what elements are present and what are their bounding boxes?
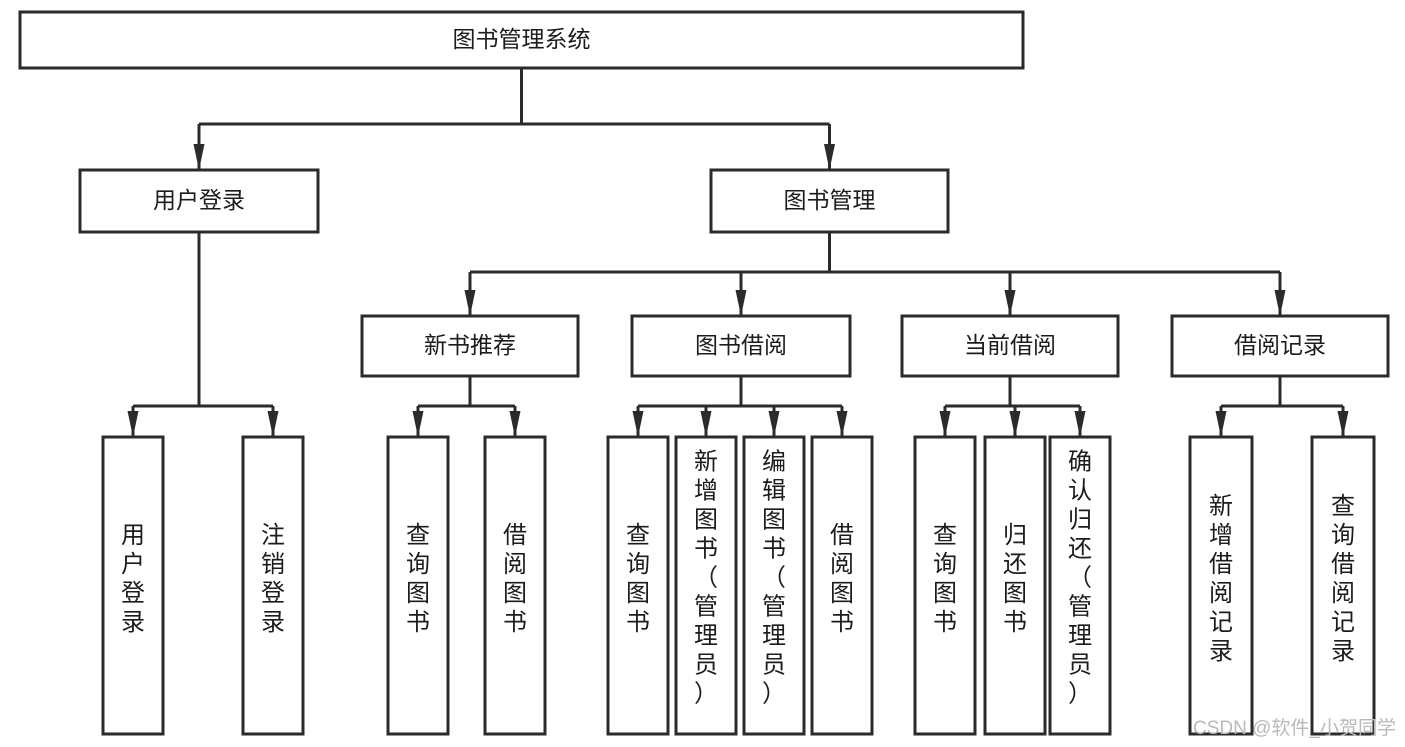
node-label: 用户登录	[121, 522, 145, 636]
node-leaf-0-用户登录[interactable]: 用户登录	[101, 435, 165, 736]
node-l2-0-用户登录[interactable]: 用户登录	[78, 168, 320, 234]
node-l3-0-新书推荐[interactable]: 新书推荐	[360, 314, 580, 378]
node-label: 图书管理系统	[453, 26, 591, 52]
node-root-0-图书管理系统[interactable]: 图书管理系统	[18, 10, 1025, 70]
arrow-head-icon	[267, 411, 279, 437]
node-label: 查询图书	[933, 522, 957, 636]
node-label: 新增图书（管理员）	[694, 449, 718, 708]
node-leaf-10-确认归还管理员[interactable]: 确认归还（管理员）	[1048, 435, 1112, 736]
arrow-head-icon	[464, 290, 476, 316]
node-label: 确认归还（管理员）	[1068, 449, 1092, 708]
arrow-head-icon	[768, 411, 780, 437]
arrow-head-icon	[735, 290, 747, 316]
arrow-head-icon	[1215, 411, 1227, 437]
node-box	[742, 435, 806, 736]
node-box	[386, 435, 450, 736]
node-label: 图书管理	[784, 187, 876, 213]
node-label: 新增借阅记录	[1209, 493, 1233, 665]
node-box	[913, 435, 977, 736]
node-label: 归还图书	[1003, 522, 1027, 636]
arrow-head-icon	[1009, 411, 1021, 437]
node-leaf-8-查询图书[interactable]: 查询图书	[913, 435, 977, 736]
node-label: 用户登录	[153, 187, 245, 213]
connector-group-图书借阅	[632, 376, 848, 437]
node-leaf-7-借阅图书[interactable]: 借阅图书	[810, 435, 874, 736]
node-box	[78, 168, 320, 234]
node-leaf-6-编辑图书管理员[interactable]: 编辑图书（管理员）	[742, 435, 806, 736]
node-box	[983, 435, 1047, 736]
node-box	[674, 435, 738, 736]
node-label: 编辑图书（管理员）	[762, 449, 786, 708]
arrow-head-icon	[193, 144, 205, 170]
node-box	[709, 168, 950, 234]
node-leaf-5-新增图书管理员[interactable]: 新增图书（管理员）	[674, 435, 738, 736]
arrow-head-icon	[700, 411, 712, 437]
arrow-head-icon	[1074, 411, 1086, 437]
node-label: 注销登录	[261, 522, 285, 636]
node-label: 新书推荐	[424, 332, 516, 358]
arrow-head-icon	[1274, 290, 1286, 316]
node-leaf-11-新增借阅记录[interactable]: 新增借阅记录	[1188, 435, 1254, 736]
arrow-head-icon	[1004, 290, 1016, 316]
node-box	[101, 435, 165, 736]
node-box	[810, 435, 874, 736]
node-leaf-2-查询图书[interactable]: 查询图书	[386, 435, 450, 736]
node-box	[1310, 435, 1376, 736]
node-box	[606, 435, 670, 736]
node-box	[18, 10, 1025, 70]
node-l3-3-借阅记录[interactable]: 借阅记录	[1170, 314, 1390, 378]
node-label: 当前借阅	[964, 332, 1056, 358]
connector-group-图书管理	[464, 232, 1286, 316]
connector-group-借阅记录	[1215, 376, 1349, 437]
node-layer: 图书管理系统用户登录图书管理新书推荐图书借阅当前借阅借阅记录用户登录注销登录查询…	[18, 10, 1390, 736]
node-box	[1048, 435, 1112, 736]
node-l2-1-图书管理[interactable]: 图书管理	[709, 168, 950, 234]
connector-group-新书推荐	[412, 376, 521, 437]
node-leaf-4-查询图书[interactable]: 查询图书	[606, 435, 670, 736]
node-l3-1-图书借阅[interactable]: 图书借阅	[630, 314, 852, 378]
node-label: 查询借阅记录	[1331, 493, 1355, 665]
arrow-head-icon	[1337, 411, 1349, 437]
connector-group-用户登录	[127, 232, 279, 437]
node-label: 借阅记录	[1234, 332, 1326, 358]
arrow-head-icon	[824, 144, 835, 170]
node-box	[1170, 314, 1390, 378]
arrow-head-icon	[412, 411, 424, 437]
arrow-head-icon	[509, 411, 521, 437]
node-label: 借阅图书	[503, 522, 527, 636]
arrow-head-icon	[127, 411, 139, 437]
node-box	[900, 314, 1120, 378]
node-label: 借阅图书	[830, 522, 854, 636]
node-l3-2-当前借阅[interactable]: 当前借阅	[900, 314, 1120, 378]
node-leaf-12-查询借阅记录[interactable]: 查询借阅记录	[1310, 435, 1376, 736]
arrow-head-icon	[632, 411, 644, 437]
node-box	[630, 314, 852, 378]
watermark-text: CSDN @软件_小贺同学	[1193, 718, 1396, 739]
node-label: 查询图书	[406, 522, 430, 636]
node-leaf-3-借阅图书[interactable]: 借阅图书	[483, 435, 547, 736]
node-box	[1188, 435, 1254, 736]
connector-layer	[127, 68, 1349, 437]
node-label: 查询图书	[626, 522, 650, 636]
arrow-head-icon	[939, 411, 951, 437]
node-leaf-1-注销登录[interactable]: 注销登录	[241, 435, 305, 736]
node-box	[241, 435, 305, 736]
node-box	[483, 435, 547, 736]
connector-group-图书管理系统	[193, 68, 835, 170]
node-leaf-9-归还图书[interactable]: 归还图书	[983, 435, 1047, 736]
arrow-head-icon	[836, 411, 848, 437]
connector-group-当前借阅	[939, 376, 1086, 437]
node-box	[360, 314, 580, 378]
node-label: 图书借阅	[695, 332, 787, 358]
